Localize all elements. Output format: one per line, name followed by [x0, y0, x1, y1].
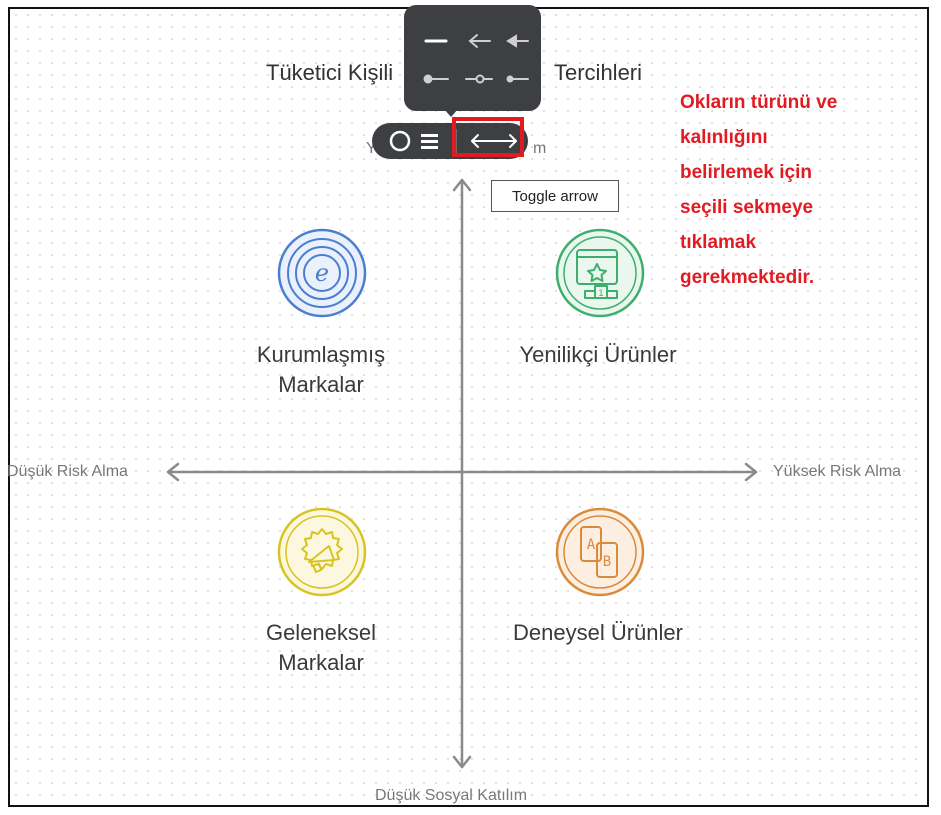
top-axis-label-left[interactable]: Y [366, 140, 377, 157]
axis-arrow-up [452, 178, 472, 192]
line-weight-button[interactable] [420, 131, 440, 151]
toolbar-divider [456, 129, 457, 153]
megaphone-icon[interactable] [277, 507, 367, 597]
quadrant-label-line: Kurumlaşmış [256, 342, 386, 367]
annotation-line: seçili sekmeye [680, 197, 814, 218]
quadrant-label-traditional-brands[interactable]: Geleneksel Markalar [211, 618, 431, 678]
right-axis-label[interactable]: Yüksek Risk Alma [773, 463, 902, 480]
arrow-style-options [423, 34, 529, 84]
toggle-arrow-tooltip: Toggle arrow [491, 180, 619, 212]
quadrant-label-line: Deneysel Ürünler [513, 620, 683, 645]
instruction-annotation: Okların türünü ve kalınlığını belirlemek… [680, 85, 900, 295]
line-hollow-dot-option[interactable] [465, 74, 493, 84]
bottom-axis-label[interactable]: Düşük Sosyal Katılım [375, 787, 528, 804]
line-arrow-head-option[interactable] [468, 34, 491, 48]
annotation-line: kalınlığını [680, 127, 768, 148]
line-bar-option[interactable] [506, 75, 529, 83]
line-filled-arrow-option[interactable] [506, 34, 529, 48]
top-axis-label-right[interactable]: m [533, 140, 547, 157]
web-ranking-icon[interactable]: 1 [555, 228, 645, 318]
axis-arrow-down [452, 755, 472, 769]
annotation-line: belirlemek için [680, 162, 813, 183]
left-axis-label[interactable]: Düşük Risk Alma [7, 463, 128, 480]
svg-text:A: A [587, 537, 596, 553]
annotation-line: Okların türünü ve [680, 92, 838, 113]
quadrant-label-line: Markalar [278, 650, 364, 675]
quadrant-label-line: Yenilikçi Ürünler [519, 342, 677, 367]
axis-arrow-right [744, 462, 758, 482]
axis-arrow-left [166, 462, 180, 482]
annotation-line: tıklamak [680, 232, 757, 253]
svg-text:B: B [603, 554, 611, 570]
quadrant-label-experimental-products[interactable]: Deneysel Ürünler [488, 618, 708, 648]
chart-title-right[interactable]: Tercihleri [554, 60, 643, 85]
toggle-arrow-button[interactable] [466, 129, 522, 153]
quadrant-label-institutional-brands[interactable]: Kurumlaşmış Markalar [211, 340, 431, 400]
ab-test-icon[interactable]: A B [555, 507, 645, 597]
svg-text:e: e [315, 259, 329, 287]
double-arrow-icon [471, 134, 517, 148]
quadrant-label-line: Markalar [278, 372, 364, 397]
circle-icon [389, 130, 411, 152]
arrow-style-popup [404, 5, 541, 111]
quadrant-label-line: Geleneksel [265, 620, 377, 645]
chart-title-left[interactable]: Tüketici Kişili [266, 60, 394, 85]
line-dot-option[interactable] [423, 74, 449, 84]
svg-text:1: 1 [598, 289, 604, 299]
toggle-arrow-highlight [452, 117, 524, 157]
e-logo-icon[interactable]: e [277, 228, 367, 318]
circle-shape-button[interactable] [388, 129, 412, 153]
menu-lines-icon [421, 134, 438, 149]
popup-pointer [444, 109, 458, 117]
annotation-line: gerekmektedir. [680, 267, 815, 288]
quadrant-label-innovative-products[interactable]: Yenilikçi Ürünler [488, 340, 708, 370]
